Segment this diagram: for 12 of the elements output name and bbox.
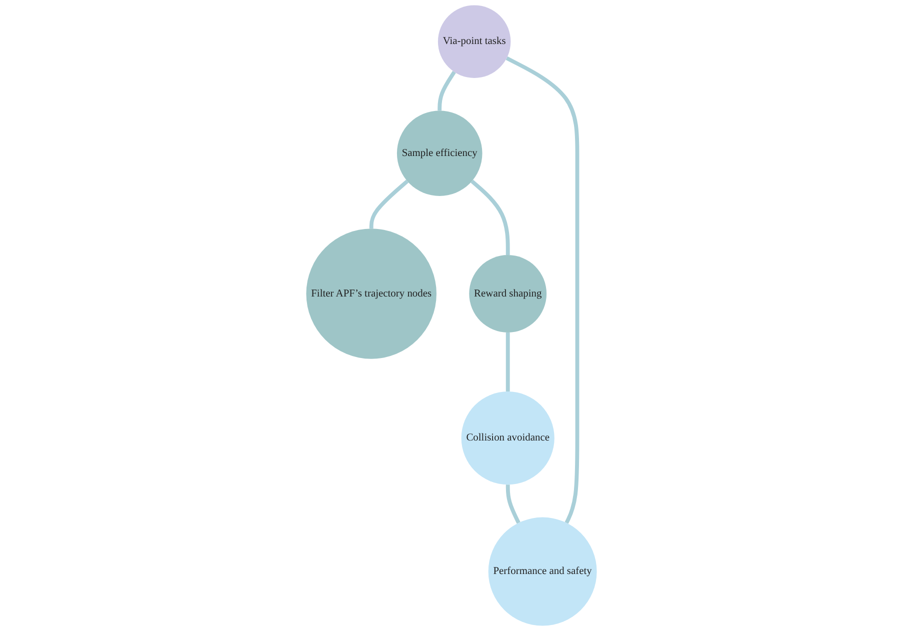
connector [506, 484, 520, 524]
connector [506, 332, 510, 392]
connector [470, 180, 510, 256]
connector [369, 180, 409, 229]
node-circle: Sample efficiency [396, 110, 482, 196]
node-circle: Via-point tasks [438, 5, 511, 78]
connector [506, 56, 580, 524]
node-circle: Reward shaping [469, 255, 547, 332]
connector [438, 70, 456, 111]
node-circle: Filter APF’s trajectory nodes [306, 228, 436, 359]
node-circle: Performance and safety [488, 517, 597, 626]
node-circle: Collision avoidance [461, 392, 554, 485]
